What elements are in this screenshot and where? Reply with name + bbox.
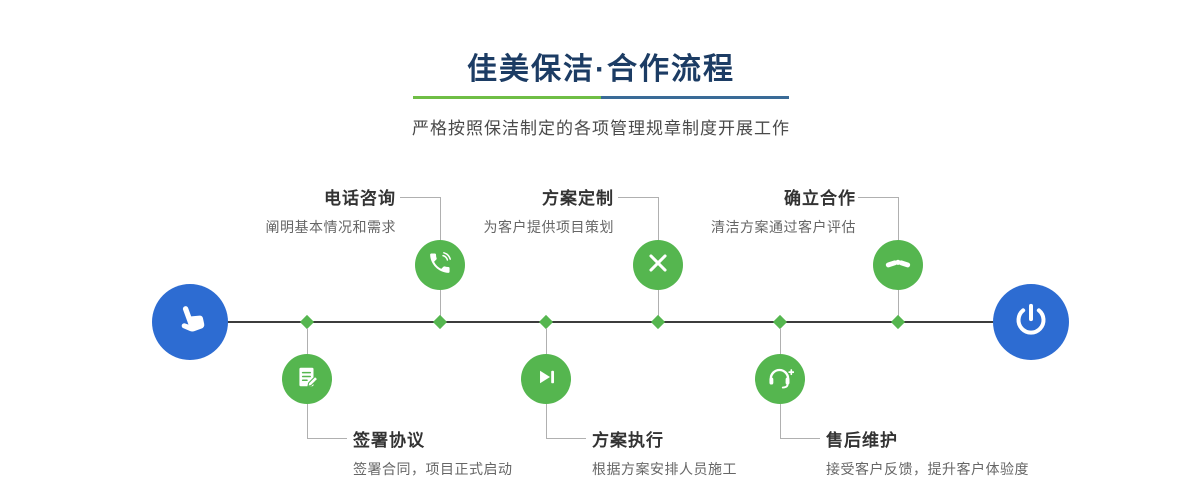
step-description: 清洁方案通过客户评估 bbox=[711, 219, 856, 235]
connector-line bbox=[440, 290, 441, 317]
step-label: 签署协议 签署合同，项目正式启动 bbox=[353, 426, 613, 479]
connector-line bbox=[307, 328, 308, 354]
step-title: 方案执行 bbox=[592, 431, 664, 450]
step-icon-node bbox=[873, 240, 923, 290]
connector-line bbox=[898, 290, 899, 317]
timeline-diamond bbox=[538, 314, 554, 330]
step-label: 方案定制 为客户提供项目策划 bbox=[374, 184, 614, 237]
connector-line bbox=[858, 197, 898, 198]
step-label: 售后维护 接受客户反馈，提升客户体验度 bbox=[826, 426, 1086, 479]
step-description: 阐明基本情况和需求 bbox=[265, 219, 396, 235]
underline-blue-segment bbox=[601, 96, 789, 99]
timeline-end-node bbox=[993, 284, 1069, 360]
step-title: 售后维护 bbox=[826, 431, 898, 450]
step-icon-node bbox=[755, 354, 805, 404]
timeline-diamond bbox=[890, 314, 906, 330]
step-title: 方案定制 bbox=[542, 189, 614, 208]
connector-line bbox=[780, 438, 820, 439]
timeline-diamond bbox=[650, 314, 666, 330]
contract-icon bbox=[294, 364, 320, 395]
step-title: 电话咨询 bbox=[324, 189, 396, 208]
connector-line bbox=[898, 197, 899, 241]
connector-line bbox=[618, 197, 658, 198]
connector-line bbox=[546, 438, 586, 439]
step-description: 接受客户反馈，提升客户体验度 bbox=[826, 461, 1029, 477]
timeline-diamond bbox=[299, 314, 315, 330]
step-label: 确立合作 清洁方案通过客户评估 bbox=[616, 184, 856, 237]
phone-icon bbox=[427, 250, 453, 281]
step-label: 方案执行 根据方案安排人员施工 bbox=[592, 426, 852, 479]
connector-line bbox=[658, 290, 659, 317]
connector-line bbox=[546, 404, 547, 438]
step-description: 根据方案安排人员施工 bbox=[592, 461, 737, 477]
step-title: 签署协议 bbox=[353, 431, 425, 450]
play-icon bbox=[533, 364, 559, 395]
connector-line bbox=[546, 328, 547, 354]
connector-line bbox=[780, 404, 781, 438]
connector-line bbox=[400, 197, 440, 198]
timeline-diamond bbox=[432, 314, 448, 330]
timeline-line bbox=[190, 321, 1031, 323]
handshake-icon bbox=[883, 250, 913, 281]
step-description: 签署合同，项目正式启动 bbox=[353, 461, 513, 477]
step-title: 确立合作 bbox=[784, 189, 856, 208]
timeline-start-node bbox=[152, 284, 228, 360]
title-underline bbox=[413, 96, 789, 99]
design-icon bbox=[645, 250, 671, 281]
timeline-diamond bbox=[772, 314, 788, 330]
step-icon-node bbox=[521, 354, 571, 404]
connector-line bbox=[307, 404, 308, 438]
step-icon-node bbox=[415, 240, 465, 290]
underline-green-segment bbox=[413, 96, 601, 99]
step-icon-node bbox=[633, 240, 683, 290]
connector-line bbox=[440, 197, 441, 241]
connector-line bbox=[658, 197, 659, 241]
connector-line bbox=[780, 328, 781, 354]
page-subtitle: 严格按照保洁制定的各项管理规章制度开展工作 bbox=[412, 119, 790, 138]
connector-line bbox=[307, 438, 347, 439]
page-title: 佳美保洁·合作流程 bbox=[467, 53, 735, 86]
headset-icon bbox=[766, 364, 795, 395]
power-icon bbox=[1011, 300, 1051, 345]
step-description: 为客户提供项目策划 bbox=[483, 219, 614, 235]
step-icon-node bbox=[282, 354, 332, 404]
hand-pointer-icon bbox=[170, 300, 210, 345]
step-label: 电话咨询 阐明基本情况和需求 bbox=[156, 184, 396, 237]
